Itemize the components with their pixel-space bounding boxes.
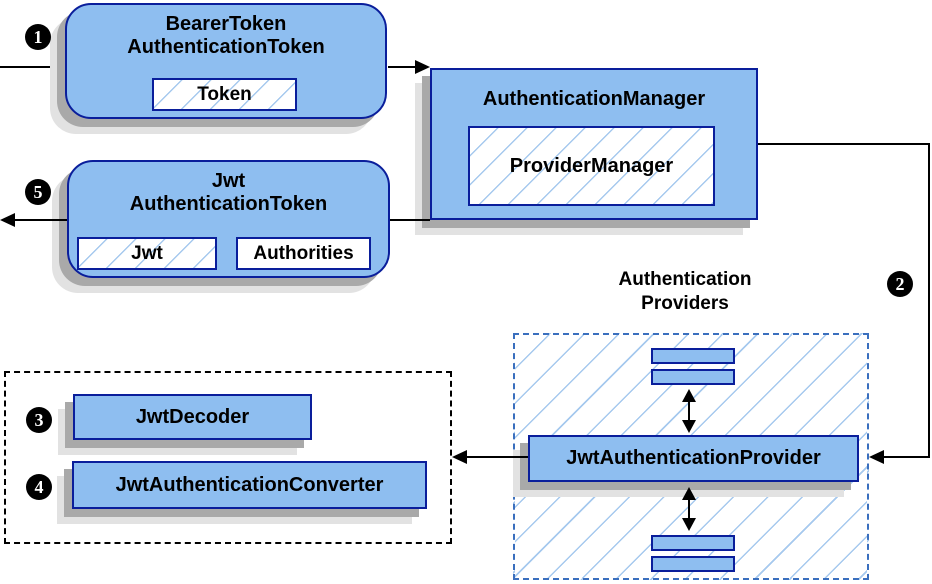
node-authentication-manager: AuthenticationManager ProviderManager bbox=[430, 68, 758, 220]
connector-bearer-to-manager bbox=[388, 66, 418, 68]
step-badge-1: 1 bbox=[25, 24, 51, 50]
double-arrow-bottom-line bbox=[688, 496, 690, 522]
step-badge-5: 5 bbox=[25, 179, 51, 205]
connector-step2-bottom bbox=[883, 456, 930, 458]
providers-label-line2: Providers bbox=[641, 293, 729, 314]
double-arrow-top-down bbox=[682, 420, 696, 433]
double-arrow-top-up bbox=[682, 389, 696, 402]
step-badge-4: 4 bbox=[26, 474, 52, 500]
node-bearer-token-authentication-token: BearerToken AuthenticationToken Token bbox=[65, 3, 387, 119]
authentication-manager-title: AuthenticationManager bbox=[482, 88, 706, 110]
providers-group-label: Authentication Providers bbox=[585, 268, 785, 316]
arrowhead-outgoing-result bbox=[0, 213, 15, 227]
step-badge-2: 2 bbox=[887, 271, 913, 297]
providers-label-line1: Authentication bbox=[618, 269, 752, 290]
bearer-token-title-line1: BearerToken bbox=[165, 13, 287, 35]
arrowhead-into-manager bbox=[415, 60, 430, 74]
member-authorities: Authorities bbox=[236, 237, 371, 270]
provider-stack-bar-2 bbox=[651, 369, 735, 385]
member-jwt: Jwt bbox=[77, 237, 217, 270]
double-arrow-bottom-up bbox=[682, 487, 696, 500]
connector-incoming-request bbox=[0, 66, 65, 68]
connector-manager-to-jwt-token bbox=[390, 219, 430, 221]
node-jwt-authentication-token: Jwt AuthenticationToken Jwt Authorities bbox=[67, 160, 390, 278]
member-provider-manager: ProviderManager bbox=[468, 126, 715, 206]
provider-stack-bar-4 bbox=[651, 556, 735, 572]
jwt-token-title-line1: Jwt bbox=[211, 170, 246, 192]
connector-outgoing-result bbox=[13, 219, 67, 221]
provider-stack-bar-3 bbox=[651, 535, 735, 551]
connector-step2-top bbox=[758, 143, 930, 145]
bearer-token-title-line2: AuthenticationToken bbox=[127, 36, 325, 58]
step-badge-3: 3 bbox=[26, 407, 52, 433]
arrowhead-into-provider bbox=[869, 450, 884, 464]
jwt-token-title-line2: AuthenticationToken bbox=[129, 193, 328, 215]
node-jwt-authentication-converter: JwtAuthenticationConverter bbox=[72, 461, 427, 509]
connector-provider-to-decoder bbox=[466, 456, 528, 458]
double-arrow-top-line bbox=[688, 398, 690, 424]
arrowhead-into-decoder-group bbox=[452, 450, 467, 464]
double-arrow-bottom-down bbox=[682, 518, 696, 531]
node-jwt-authentication-provider: JwtAuthenticationProvider bbox=[528, 435, 859, 482]
member-token: Token bbox=[152, 78, 297, 111]
connector-step2-right bbox=[928, 143, 930, 457]
provider-stack-bar-1 bbox=[651, 348, 735, 364]
node-jwt-decoder: JwtDecoder bbox=[73, 394, 312, 440]
